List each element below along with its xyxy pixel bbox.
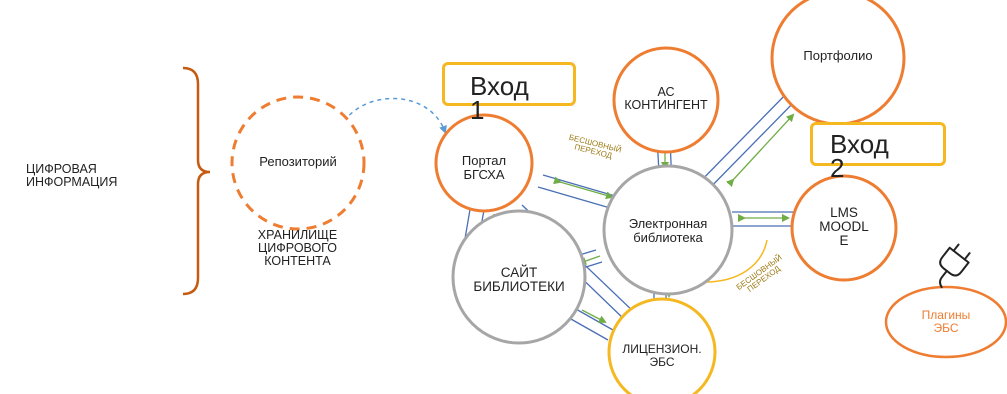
digital-info-label: ЦИФРОВАЯ ИНФОРМАЦИЯ xyxy=(26,162,118,190)
licensed-ebs-node[interactable] xyxy=(607,297,717,394)
plugins-node[interactable] xyxy=(884,285,1007,359)
lms-node[interactable] xyxy=(790,174,898,282)
portal-label: Портал БГСХА xyxy=(461,153,507,182)
as-contingent-label: АС КОНТИНГЕНТ xyxy=(624,85,708,113)
plugins-label: Плагины ЭБС xyxy=(921,308,971,335)
library-site-label: САЙТ БИБЛИОТЕКИ xyxy=(473,265,565,295)
elibrary-label: Электронная библиотека xyxy=(628,216,708,245)
repository-label: Репозиторий xyxy=(259,154,337,169)
portal-node[interactable] xyxy=(434,113,534,213)
repository-node[interactable] xyxy=(230,95,366,231)
entry-2-text: Вход 2 xyxy=(830,129,889,183)
licensed-ebs-label: ЛИЦЕНЗИОН. ЭБС xyxy=(622,342,702,369)
as-contingent-node[interactable] xyxy=(612,46,720,154)
plug-icon xyxy=(939,243,971,289)
elibrary-node[interactable] xyxy=(602,164,734,296)
left-brace xyxy=(182,66,211,296)
lms-label: LMS MOODL E xyxy=(819,205,869,249)
entry-1-callout xyxy=(442,62,576,106)
dashed-repo-portal-link xyxy=(333,97,447,136)
entry-1-text: Вход 1 xyxy=(470,71,529,125)
portfolio-label: Портфолио xyxy=(803,48,873,63)
entry-2-callout xyxy=(810,122,946,166)
storage-label: ХРАНИЛИЩЕ ЦИФРОВОГО КОНТЕНТА xyxy=(257,228,338,269)
seamless-arc xyxy=(704,239,768,283)
library-site-node[interactable] xyxy=(451,209,587,345)
